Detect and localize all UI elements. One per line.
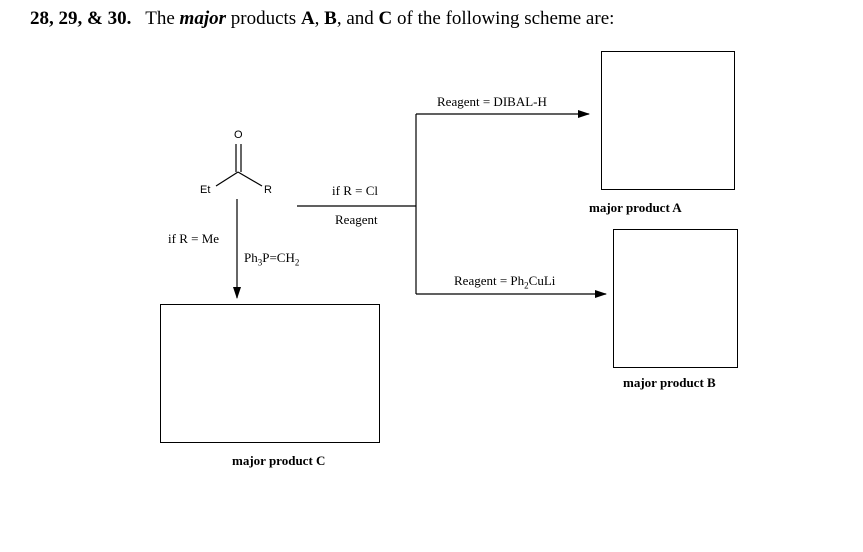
question-heading: 28, 29, & 30. The major products A, B, a… [30, 7, 614, 31]
product-a-label: major product A [589, 200, 682, 215]
wittig-sub-3: 3 [257, 257, 263, 268]
product-label-a: A [300, 8, 315, 29]
reagent-dibal-label: Reagent = DIBAL-H [437, 94, 547, 109]
question-text-before: The [145, 8, 175, 29]
product-c-label: major product C [232, 453, 326, 468]
condition-r-me: if R = Me [168, 231, 220, 246]
cuprate-end: CuLi [528, 273, 556, 288]
question-emphasis: major [179, 8, 226, 29]
product-label-b: B [324, 8, 337, 29]
reagent-cuprate-label: Reagent = Ph2CuLi [454, 273, 555, 294]
product-b-box[interactable] [613, 229, 738, 368]
wittig-pch: P=CH [262, 250, 295, 265]
atom-ethyl: Et [200, 184, 211, 196]
wittig-reagent: Ph3P=CH2 [244, 250, 299, 271]
comma: , [314, 8, 320, 29]
question-text-after: of the following scheme are: [397, 8, 615, 29]
product-b-label: major product B [623, 375, 716, 390]
condition-r-cl: if R = Cl [332, 183, 378, 198]
product-a-box[interactable] [601, 51, 735, 190]
atom-r: R [264, 184, 272, 196]
product-label-c: C [378, 8, 393, 29]
wittig-sub-2: 2 [294, 257, 300, 268]
cuprate-main: Reagent = Ph [454, 273, 525, 288]
bond-to-ethyl [215, 171, 239, 187]
bond-to-r [237, 171, 263, 187]
wittig-ph: Ph [244, 250, 258, 265]
cuprate-sub: 2 [524, 280, 529, 291]
atom-oxygen: O [234, 129, 243, 141]
conjunction: , and [336, 8, 374, 29]
question-text-middle: products [230, 8, 297, 29]
reagent-generic-label: Reagent [335, 212, 378, 227]
product-c-box[interactable] [160, 304, 380, 443]
question-number: 28, 29, & 30. [30, 8, 132, 29]
